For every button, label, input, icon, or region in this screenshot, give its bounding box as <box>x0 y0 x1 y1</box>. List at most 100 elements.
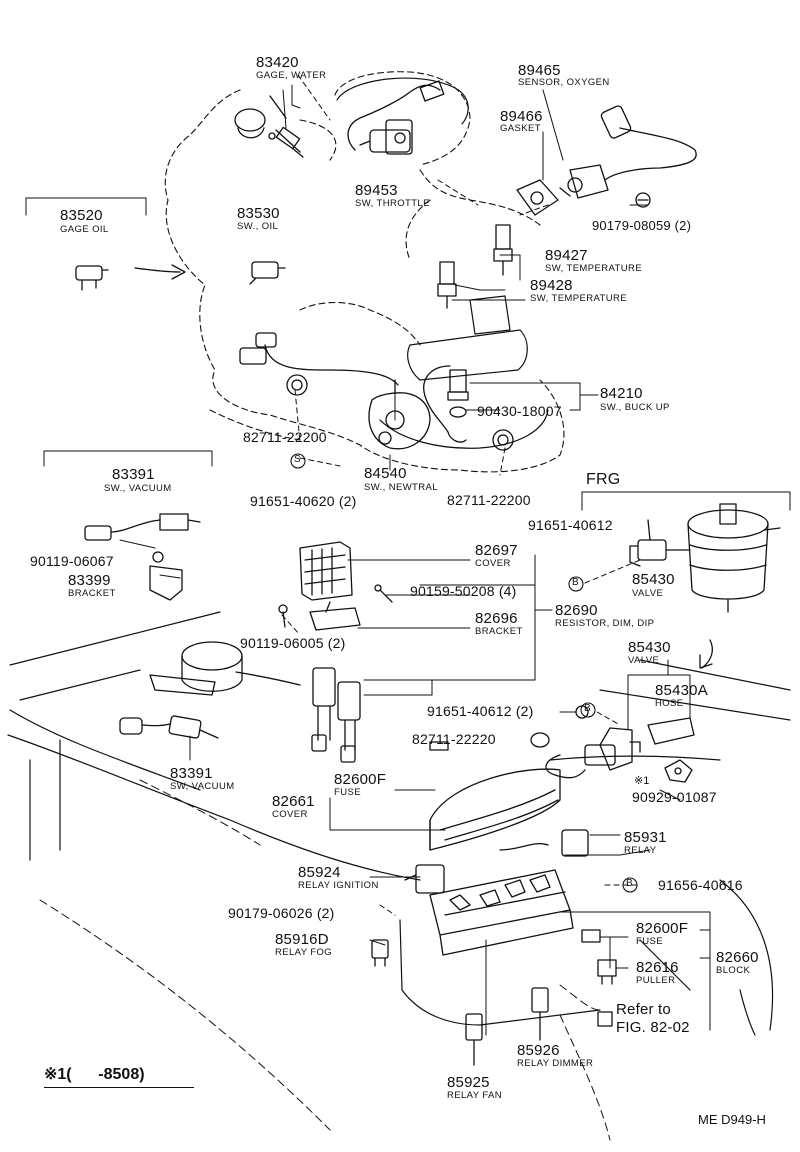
fuse-block <box>429 869 574 956</box>
part-desc-83530: SW., OIL <box>237 221 279 232</box>
bolt-90179-part <box>635 192 651 208</box>
part-number-91651-40612-b: 91651-40612 (2) <box>427 703 534 719</box>
bracket-90929-part <box>664 759 693 783</box>
part-desc-82696: BRACKET <box>475 626 523 637</box>
part-number-82711-22200-b: 82711-22200 <box>447 492 531 508</box>
hose-part <box>647 717 695 745</box>
part-desc-83399: BRACKET <box>68 588 116 599</box>
refer-to-line-1: Refer to <box>616 1001 671 1018</box>
part-number-85925: 85925 <box>447 1074 490 1091</box>
bracket-83520 <box>25 197 147 216</box>
part-number-85916D: 85916D <box>275 931 329 948</box>
part-number-91656-40616: 91656-40616 <box>658 877 743 893</box>
part-desc-83520: GAGE OIL <box>60 224 109 235</box>
part-desc-85925: RELAY FAN <box>447 1090 502 1101</box>
part-number-90159-50208: 90159-50208 (4) <box>410 583 517 599</box>
part-desc-85926: RELAY DIMMER <box>517 1058 594 1069</box>
car-body-outline <box>7 611 791 1036</box>
mark-1-label: ※1 <box>634 775 650 787</box>
part-desc-82600F-a: FUSE <box>334 787 361 798</box>
fuse-block-cover <box>429 768 561 851</box>
part-number-83420: 83420 <box>256 54 299 71</box>
part-number-85430A: 85430A <box>655 682 708 699</box>
part-number-85926: 85926 <box>517 1042 560 1059</box>
oil-switch-part <box>249 261 286 285</box>
drawing-code: ME D949-H <box>698 1112 766 1127</box>
part-desc-89453: SW, THROTTLE <box>355 198 430 209</box>
part-number-89427: 89427 <box>545 247 588 264</box>
part-desc-89427: SW, TEMPERATURE <box>545 263 642 274</box>
car-body-dashed <box>39 779 611 1141</box>
part-number-90119-06067: 90119-06067 <box>30 553 114 569</box>
water-gage-part <box>234 95 304 158</box>
part-number-82711-22200-a: 82711-22200 <box>243 429 327 445</box>
part-number-83399: 83399 <box>68 572 111 589</box>
spare-fuse-82600F <box>429 741 449 751</box>
part-number-82711-22220: 82711-22220 <box>412 731 496 747</box>
part-number-89465: 89465 <box>518 62 561 79</box>
puller-82616 <box>597 959 617 985</box>
resistor-bracket-part <box>309 601 361 631</box>
part-number-83391-b: 83391 <box>170 765 213 782</box>
part-number-83530: 83530 <box>237 205 280 222</box>
gasket-part <box>516 179 559 216</box>
relay-fan-part <box>465 1013 483 1066</box>
vacuum-switch-lower-part <box>119 641 301 739</box>
part-number-85430-b: 85430 <box>628 639 671 656</box>
part-number-84540: 84540 <box>364 465 407 482</box>
part-number-82616: 82616 <box>636 959 679 976</box>
relay-fog-part <box>371 939 389 967</box>
fuse-82600F-lower <box>581 929 601 943</box>
refer-part <box>597 1011 613 1027</box>
oil-gage-part <box>75 264 186 291</box>
part-desc-82697: COVER <box>475 558 511 569</box>
clamp-lower-part <box>530 705 589 748</box>
part-desc-82616: PULLER <box>636 975 676 986</box>
b-mark-2: B <box>584 703 591 714</box>
part-desc-89466: GASKET <box>500 123 541 134</box>
clamp-parts <box>286 374 514 451</box>
part-desc-85430-b: VALVE <box>628 655 660 666</box>
part-number-90929-01087: 90929-01087 <box>632 789 717 805</box>
part-number-82600F-a: 82600F <box>334 771 387 788</box>
part-number-82690: 82690 <box>555 602 598 619</box>
part-desc-83391-a: SW., VACUUM <box>104 483 172 494</box>
temperature-switch-parts <box>437 224 513 309</box>
refer-to-line-2: FIG. 82-02 <box>616 1019 690 1036</box>
part-desc-84210: SW., BUCK UP <box>600 402 670 413</box>
part-number-90179-08059: 90179-08059 (2) <box>592 218 692 233</box>
footnote: ※1( -8508) <box>44 1066 145 1083</box>
frg-frame <box>581 491 791 511</box>
part-desc-85430-a: VALVE <box>632 588 664 599</box>
part-number-90430-18007: 90430-18007 <box>477 403 562 419</box>
resistor-leaders <box>347 554 553 696</box>
part-number-85924: 85924 <box>298 864 341 881</box>
part-desc-82690: RESISTOR, DIM, DIP <box>555 618 655 629</box>
s-mark: S <box>294 454 301 465</box>
part-desc-85430A: HOSE <box>655 698 684 709</box>
vacuum-switch-upper-part <box>43 450 213 601</box>
part-desc-89465: SENSOR, OXYGEN <box>518 77 610 88</box>
circle-marks <box>290 453 638 893</box>
resistor-cover-part <box>299 541 353 601</box>
frg-arrow <box>699 639 713 669</box>
oxygen-sensor-part <box>559 105 697 199</box>
b-mark-3: B <box>626 878 633 889</box>
frg-label: FRG <box>586 471 621 488</box>
part-number-82696: 82696 <box>475 610 518 627</box>
part-number-90119-06005: 90119-06005 (2) <box>240 635 346 651</box>
throttle-switch-part <box>347 80 445 155</box>
part-desc-89428: SW, TEMPERATURE <box>530 293 627 304</box>
screw-parts <box>278 584 393 628</box>
block-leaders <box>329 789 711 1036</box>
part-number-89466: 89466 <box>500 108 543 125</box>
part-number-89453: 89453 <box>355 182 398 199</box>
resistor-connectors <box>311 667 361 763</box>
part-number-90179-06026: 90179-06026 (2) <box>228 905 335 921</box>
part-number-83520: 83520 <box>60 207 103 224</box>
part-desc-85924: RELAY IGNITION <box>298 880 379 891</box>
b-mark-1: B <box>572 577 579 588</box>
part-desc-82600F-b: FUSE <box>636 936 663 947</box>
leader-solid <box>119 84 691 761</box>
